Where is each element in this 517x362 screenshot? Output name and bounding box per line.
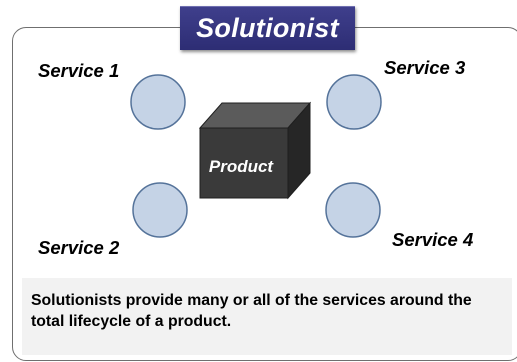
service-3-circle [326, 74, 382, 130]
product-label: Product [209, 157, 275, 176]
service-1-label: Service 1 [38, 60, 120, 81]
title-banner: Solutionist [180, 6, 355, 50]
product-cube: Product [198, 101, 312, 200]
page-title: Solutionist [196, 13, 339, 43]
service-2-label: Service 2 [38, 237, 120, 258]
service-1-circle [130, 74, 186, 130]
service-3-label: Service 3 [384, 57, 466, 78]
service-2-circle [132, 182, 188, 238]
service-4-label: Service 4 [392, 229, 474, 250]
caption-text: Solutionists provide many or all of the … [31, 292, 472, 330]
caption-box: Solutionists provide many or all of the … [22, 278, 512, 355]
service-4-circle [325, 182, 381, 238]
cube-front-face [199, 127, 289, 199]
